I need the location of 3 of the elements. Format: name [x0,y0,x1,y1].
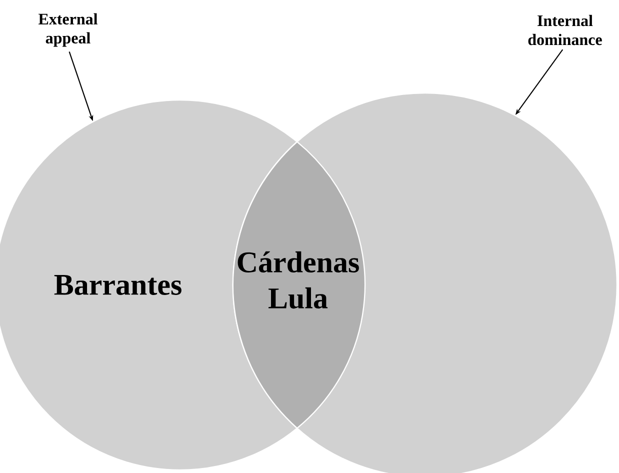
annotation-text: External appeal [38,13,98,47]
annotation-text: Internal dominance [528,14,602,46]
overlap-region: Cárdenas Lula [232,141,366,429]
